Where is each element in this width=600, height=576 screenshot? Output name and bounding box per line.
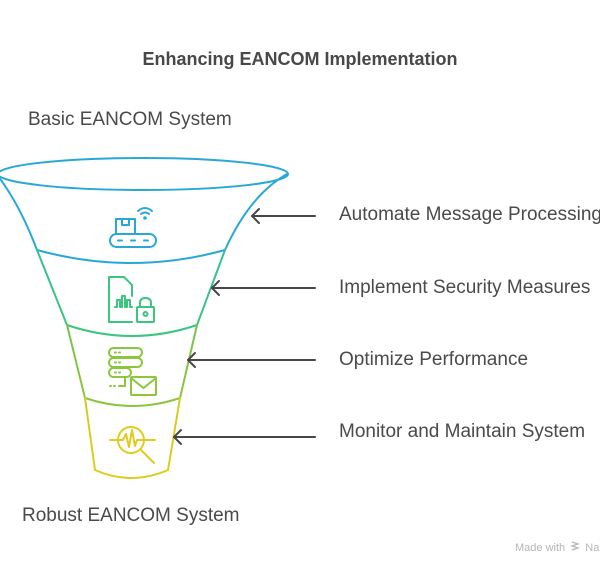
conveyor-belt-wifi-icon	[109, 207, 157, 248]
segment-2-bottom-rim	[66, 324, 198, 337]
stage-arrow-1	[251, 208, 316, 224]
diagram-title: Enhancing EANCOM Implementation	[142, 49, 458, 69]
funnel-top-label: Basic EANCOM System	[28, 109, 232, 130]
stage-arrow-3	[187, 352, 316, 368]
napkin-logo-icon	[570, 541, 581, 554]
stage-label-optimize: Optimize Performance	[339, 349, 529, 370]
stage-label-monitor: Monitor and Maintain System	[339, 421, 586, 442]
stage-arrow-2	[211, 280, 316, 296]
segment-2-left-side	[36, 249, 68, 326]
stage-arrow-4	[173, 429, 316, 445]
stage-label-automate: Automate Message Processing	[339, 204, 600, 225]
segment-2-right-side	[196, 249, 226, 326]
segment-4-right-side	[167, 397, 181, 471]
funnel-segment-2	[36, 249, 226, 337]
segment-4-bottom-rim	[94, 469, 169, 479]
segment-1-bottom-rim	[36, 249, 226, 264]
segment-3-left-side	[66, 324, 86, 399]
magnifier-pulse-icon	[109, 426, 156, 464]
funnel-top-rim	[0, 157, 289, 191]
watermark: Made with Napkin	[515, 541, 600, 554]
funnel-bottom-label: Robust EANCOM System	[22, 505, 240, 526]
funnel-segment-1	[0, 157, 289, 264]
segment-3-bottom-rim	[84, 397, 181, 407]
segment-1-left-side	[0, 177, 38, 251]
watermark-brand: Napkin	[585, 542, 600, 554]
server-stack-mail-icon	[108, 347, 157, 396]
stage-label-security: Implement Security Measures	[339, 277, 591, 298]
funnel-segment-4	[84, 397, 181, 479]
segment-4-left-side	[84, 397, 96, 471]
watermark-prefix: Made with	[515, 542, 566, 554]
secure-document-chart-icon	[108, 276, 155, 323]
